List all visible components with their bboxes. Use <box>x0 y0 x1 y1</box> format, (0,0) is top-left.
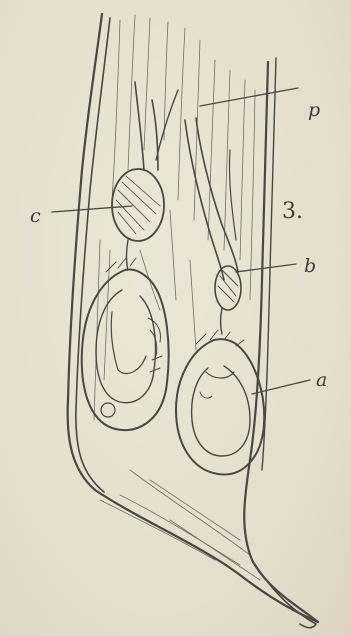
leader-line-b <box>236 264 296 272</box>
label-c: c <box>30 205 41 227</box>
leader-line-c <box>52 206 132 212</box>
leader-line-p <box>200 88 298 106</box>
figure-number: 3. <box>282 199 303 224</box>
vessel-b <box>185 118 241 334</box>
label-b: b <box>304 255 316 277</box>
label-p: p <box>308 99 320 121</box>
label-a: a <box>316 369 327 391</box>
structure-c <box>112 82 178 270</box>
